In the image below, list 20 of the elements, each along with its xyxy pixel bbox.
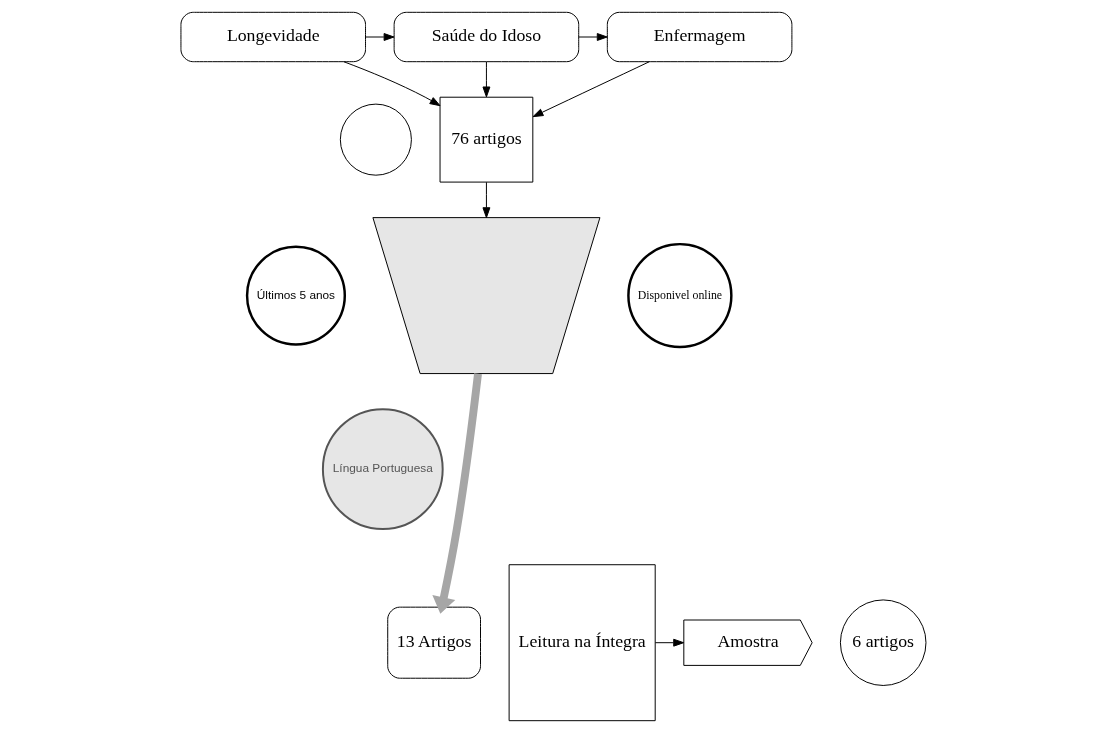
arrow — [342, 61, 440, 107]
arrow — [481, 61, 490, 98]
node-circle: Disponivel online — [626, 242, 733, 349]
node-circle: Língua Portuguesa — [321, 408, 444, 531]
node-box: Enfermagem — [606, 11, 792, 63]
arrow — [654, 638, 684, 647]
node-box: 13 Artigos — [386, 606, 481, 679]
node-circle: 6 artigos — [839, 599, 926, 686]
arrow — [431, 373, 482, 614]
arrow — [532, 61, 650, 118]
arrow — [577, 33, 608, 41]
node-box: 76 artigos — [439, 96, 533, 183]
node-box: Saúde do Idoso — [393, 11, 579, 63]
node-circle: Últimos 5 anos — [245, 245, 346, 346]
arrow — [481, 181, 490, 219]
arrow — [364, 33, 394, 41]
node-circle — [339, 103, 412, 176]
node-funnel — [371, 217, 600, 375]
node-box: Leitura na Íntegra — [508, 564, 656, 722]
node-box: Longevidade — [179, 11, 366, 63]
